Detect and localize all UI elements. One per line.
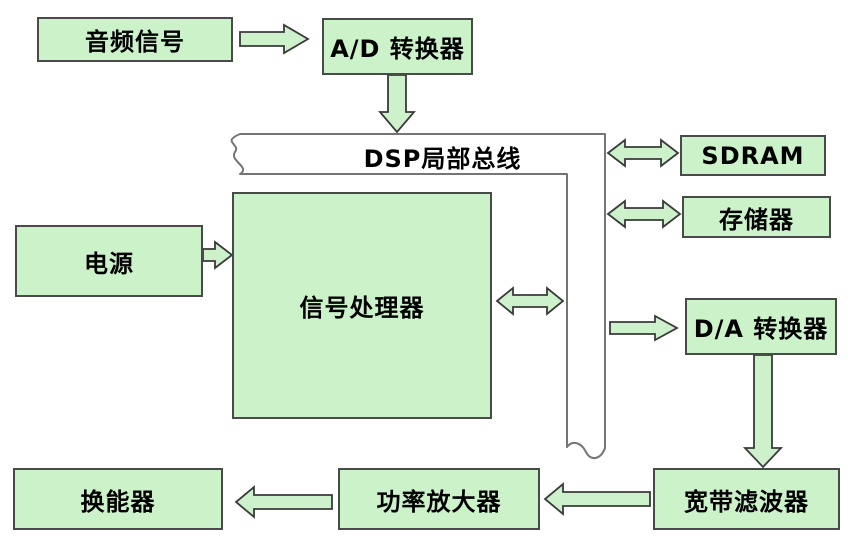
node-ad-converter: A/D 转换器 (322, 18, 473, 75)
node-da-converter: D/A 转换器 (685, 298, 837, 355)
node-memory: 存储器 (682, 196, 831, 238)
arrow-filter-to-amplifier (543, 482, 651, 516)
arrow-bus-to-da (609, 314, 679, 342)
dsp-bus-label: DSP局部总线 (340, 141, 545, 173)
arrow-processor-bus-bidirectional (495, 286, 565, 316)
node-signal-processor: 信号处理器 (232, 192, 492, 419)
node-audio-signal: 音频信号 (37, 17, 233, 62)
arrow-audio-to-ad (239, 23, 310, 55)
dsp-bus-ribbon (230, 133, 606, 460)
node-audio-signal-label: 音频信号 (85, 28, 185, 56)
node-transducer-label: 换能器 (80, 487, 156, 516)
node-da-converter-label: D/A 转换器 (693, 315, 829, 343)
arrow-power-to-processor (202, 240, 234, 270)
node-wideband-filter: 宽带滤波器 (653, 468, 840, 530)
node-power-amplifier-label: 功率放大器 (376, 487, 502, 516)
arrow-ad-to-bus (378, 74, 416, 134)
node-ad-converter-label: A/D 转换器 (330, 35, 465, 63)
arrow-da-to-filter (742, 354, 784, 469)
node-sdram: SDRAM (680, 135, 826, 176)
node-power-supply-label: 电源 (84, 249, 134, 278)
node-power-supply: 电源 (15, 225, 203, 297)
node-signal-processor-label: 信号处理器 (299, 294, 425, 322)
dsp-bus-label-text: DSP局部总线 (363, 144, 522, 173)
node-memory-label: 存储器 (719, 205, 794, 234)
arrow-amplifier-to-transducer (234, 485, 333, 519)
arrow-bus-memory-bidirectional (606, 199, 682, 229)
node-transducer: 换能器 (13, 468, 223, 530)
arrow-bus-sdram-bidirectional (606, 138, 680, 168)
node-sdram-label: SDRAM (701, 141, 805, 170)
node-power-amplifier: 功率放大器 (338, 468, 540, 530)
node-wideband-filter-label: 宽带滤波器 (684, 487, 809, 516)
